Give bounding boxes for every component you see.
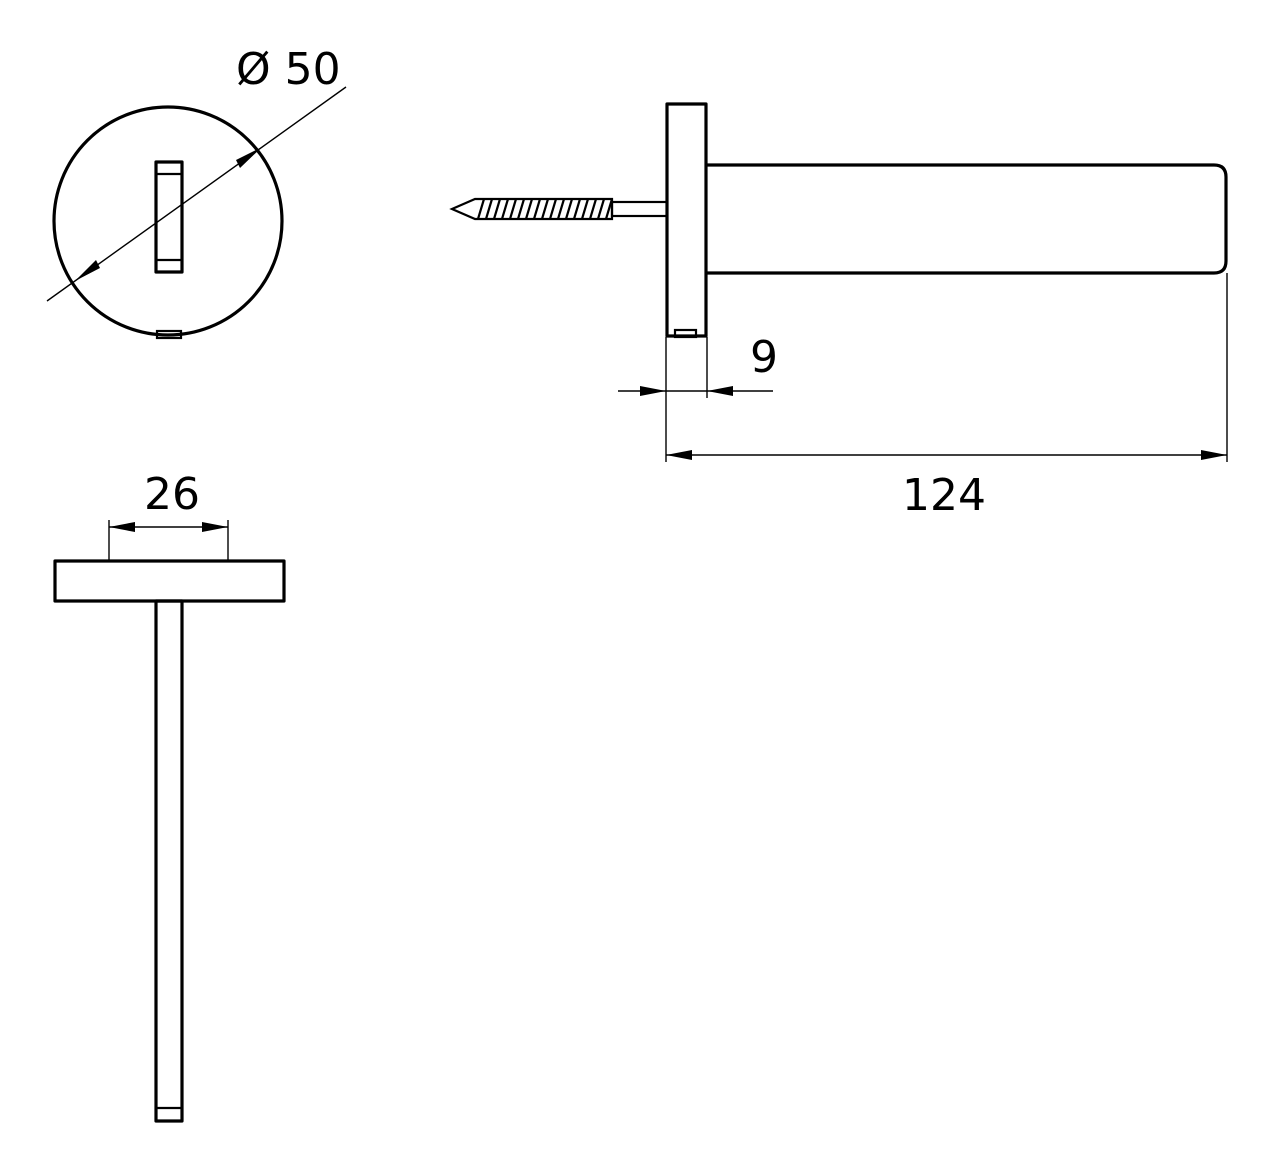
thickness-arrow-left [640, 386, 666, 396]
rosette-bottom-tab [155, 329, 183, 340]
wall-screw [449, 197, 669, 221]
thickness-label: 9 [750, 332, 778, 383]
screw-thread-line [564, 198, 574, 220]
screw-thread-outline [449, 197, 614, 221]
screw-thread-lines [476, 198, 614, 220]
screw-thread-line [540, 198, 550, 220]
top-rod [154, 599, 184, 1123]
wall-plate [665, 102, 708, 338]
top-plate [53, 559, 286, 603]
screw-thread-line [476, 198, 486, 220]
width-label: 26 [144, 469, 200, 520]
diameter-label: Ø 50 [236, 44, 341, 95]
screw-thread-line [556, 198, 566, 220]
wall-plate-bottom-tab [673, 328, 698, 339]
screw-thread-line [604, 198, 614, 220]
top-view: 26 [53, 469, 286, 1123]
screw-thread-line [572, 198, 582, 220]
diameter-arrow-upper [236, 147, 262, 168]
thickness-arrow-right [707, 386, 733, 396]
side-view: 9 124 [449, 102, 1228, 521]
hook-body [706, 163, 1228, 275]
width-arrow-left [109, 522, 135, 532]
slot-bar [154, 160, 184, 274]
length-arrow-right [1201, 450, 1227, 460]
screw-thread-line [588, 198, 598, 220]
screw-thread-line [500, 198, 510, 220]
length-label: 124 [902, 470, 986, 521]
diameter-arrow-lower [75, 260, 100, 281]
screw-thread-line [492, 198, 502, 220]
screw-thread-line [596, 198, 606, 220]
length-arrow-left [666, 450, 692, 460]
screw-thread-line [508, 198, 518, 220]
screw-thread-line [548, 198, 558, 220]
screw-thread-line [524, 198, 534, 220]
screw-shank [610, 200, 669, 218]
width-arrow-right [202, 522, 228, 532]
screw-thread-line [580, 198, 590, 220]
screw-thread-line [516, 198, 526, 220]
screw-thread-line [484, 198, 494, 220]
front-view: Ø 50 [46, 44, 347, 340]
screw-thread-line [532, 198, 542, 220]
rosette-circle [52, 105, 284, 337]
